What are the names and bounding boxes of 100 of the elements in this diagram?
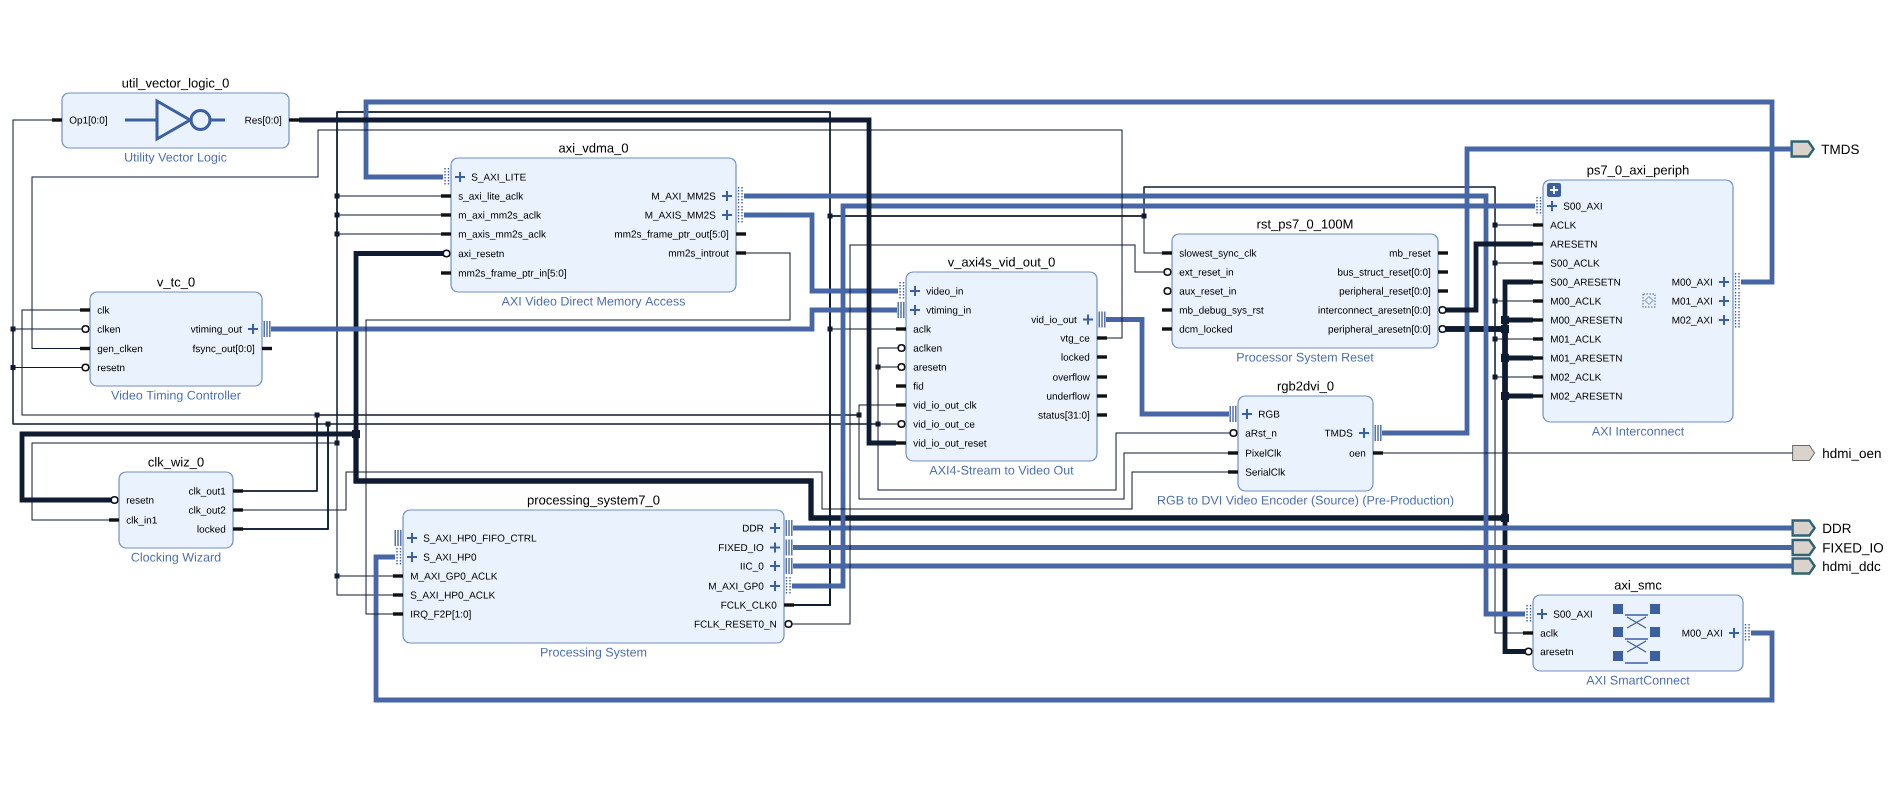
- wire: [793, 545, 1793, 550]
- port-label: mm2s_introut: [668, 249, 729, 259]
- port-name: FIXED_IO: [1823, 543, 1884, 556]
- port-label: S_AXI_HP0: [423, 553, 477, 563]
- port-label: oen: [1349, 451, 1366, 457]
- port-label: aRst_n: [1245, 429, 1277, 439]
- port-label: s_axi_lite_aclk: [458, 192, 524, 202]
- instance-name: util_vector_logic_0: [122, 78, 229, 91]
- port-label: S00_AXI: [1553, 610, 1592, 620]
- port-label: aresetn: [913, 364, 946, 371]
- block-type-label: Processor System Reset: [1237, 352, 1374, 365]
- wire: [299, 117, 896, 446]
- wire: [1446, 241, 1533, 313]
- wire: [1106, 317, 1229, 417]
- port-label: S00_ARESETN: [1550, 278, 1620, 288]
- port-label: SerialClk: [1245, 468, 1286, 476]
- port-label: M00_AXI: [1682, 629, 1722, 639]
- port-label: underflow: [1047, 392, 1090, 400]
- port-name: DDR: [1823, 523, 1851, 533]
- port-label: M00_AXI: [1672, 278, 1712, 288]
- port-label: bus_struct_reset[0:0]: [1338, 268, 1431, 278]
- port-label: TMDS: [1324, 429, 1353, 437]
- port-label: vtg_ce: [1060, 335, 1090, 344]
- port-label: fid: [913, 382, 924, 390]
- port-label: IIC_0: [740, 562, 764, 572]
- port-name: hdmi_oen: [1823, 448, 1881, 461]
- port-label: aclk: [913, 325, 931, 333]
- instance-name: axi_smc: [1614, 580, 1662, 593]
- wire: [12, 119, 1231, 530]
- port-label: IRQ_F2P[1:0]: [411, 610, 471, 620]
- port-label: peripheral_reset[0:0]: [1339, 287, 1431, 297]
- port-label: M_AXI_MM2S: [652, 192, 716, 202]
- port-label: ARESETN: [1550, 240, 1597, 248]
- port-label: status[31:0]: [1038, 411, 1090, 421]
- port-label: overflow: [1053, 373, 1090, 381]
- port-label: interconnect_aresetn[0:0]: [1318, 306, 1431, 316]
- port-label: mm2s_frame_ptr_out[5:0]: [614, 230, 729, 240]
- wire: [363, 99, 1775, 285]
- port-label: resetn: [126, 497, 154, 504]
- instance-name: rgb2dvi_0: [1277, 381, 1334, 394]
- port-label: S_AXI_HP0_ACLK: [410, 591, 496, 601]
- wire: [31, 129, 1123, 349]
- port-label: M_AXI_GP0: [709, 582, 764, 592]
- port-label: clk: [97, 306, 110, 314]
- port-label: clk_in1: [126, 516, 157, 526]
- block-type-label: AXI4-Stream to Video Out: [929, 465, 1074, 475]
- port-label: m_axi_mm2s_aclk: [458, 211, 541, 221]
- port-label: slowest_sync_clk: [1179, 249, 1257, 259]
- block-type-label: AXI Interconnect: [1591, 426, 1685, 436]
- wire: [242, 471, 1229, 511]
- port-label: vid_io_out_clk: [913, 401, 977, 411]
- port-label: RGB: [1259, 410, 1280, 418]
- port-label: peripheral_aresetn[0:0]: [1328, 325, 1431, 335]
- port-label: M_AXI_GP0_ACLK: [411, 572, 498, 582]
- instance-name: rst_ps7_0_100M: [1257, 219, 1353, 232]
- wire: [271, 307, 897, 332]
- block-type-label: Utility Vector Logic: [125, 152, 227, 165]
- instance-name: v_axi4s_vid_out_0: [947, 257, 1055, 270]
- port-label: S00_AXI: [1563, 202, 1602, 212]
- port-label: dcm_locked: [1179, 325, 1232, 335]
- wire: [21, 309, 1229, 500]
- port-label: clken: [97, 325, 120, 333]
- wire: [365, 252, 791, 615]
- port-name: hdmi_ddc: [1823, 561, 1881, 574]
- port-label: gen_clken: [97, 344, 143, 355]
- port-label: vid_io_out: [1031, 315, 1077, 326]
- instance-name: axi_vdma_0: [559, 143, 629, 156]
- port-label: aux_reset_in: [1179, 287, 1236, 297]
- wire: [792, 203, 1535, 589]
- port-label: locked: [1061, 353, 1090, 361]
- port-label: mb_reset: [1389, 249, 1431, 259]
- port-label: vtiming_in: [926, 306, 971, 316]
- port-label: aclk: [1540, 629, 1558, 637]
- port-label: vid_io_out_ce: [913, 420, 975, 430]
- wire: [793, 525, 1793, 531]
- instance-name: v_tc_0: [156, 277, 195, 290]
- block-type-label: Clocking Wizard: [131, 552, 221, 565]
- port-label: M00_ACLK: [1551, 297, 1602, 307]
- block-type-label: RGB to DVI Video Encoder (Source) (Pre-Production): [1157, 495, 1454, 508]
- port-label: S_AXI_HP0_FIFO_CTRL: [423, 534, 537, 544]
- wire: [1382, 146, 1792, 436]
- block-type-label: AXI Video Direct Memory Access: [501, 296, 685, 309]
- port-label: FIXED_IO: [719, 544, 764, 554]
- port-label: M00_ARESETN: [1551, 316, 1622, 326]
- port-label: ext_reset_in: [1179, 268, 1234, 278]
- port-label: vtiming_out: [190, 325, 242, 335]
- wire: [19, 251, 1536, 654]
- wire: [793, 563, 1793, 569]
- port-label: M01_ARESETN: [1551, 354, 1622, 364]
- port-label: video_in: [926, 287, 963, 297]
- port-label: M02_AXI: [1672, 316, 1712, 326]
- port-label: aclken: [913, 344, 942, 352]
- instance-name: processing_system7_0: [527, 495, 660, 508]
- port-label: clk_out1: [189, 487, 226, 497]
- port-label: DDR: [742, 524, 764, 532]
- port-label: FCLK_RESET0_N: [694, 620, 776, 630]
- port-label: M02_ACLK: [1551, 373, 1602, 383]
- wire: [791, 244, 1165, 625]
- port-label: FCLK_CLK0: [721, 601, 777, 611]
- port-label: M01_AXI: [1672, 297, 1712, 307]
